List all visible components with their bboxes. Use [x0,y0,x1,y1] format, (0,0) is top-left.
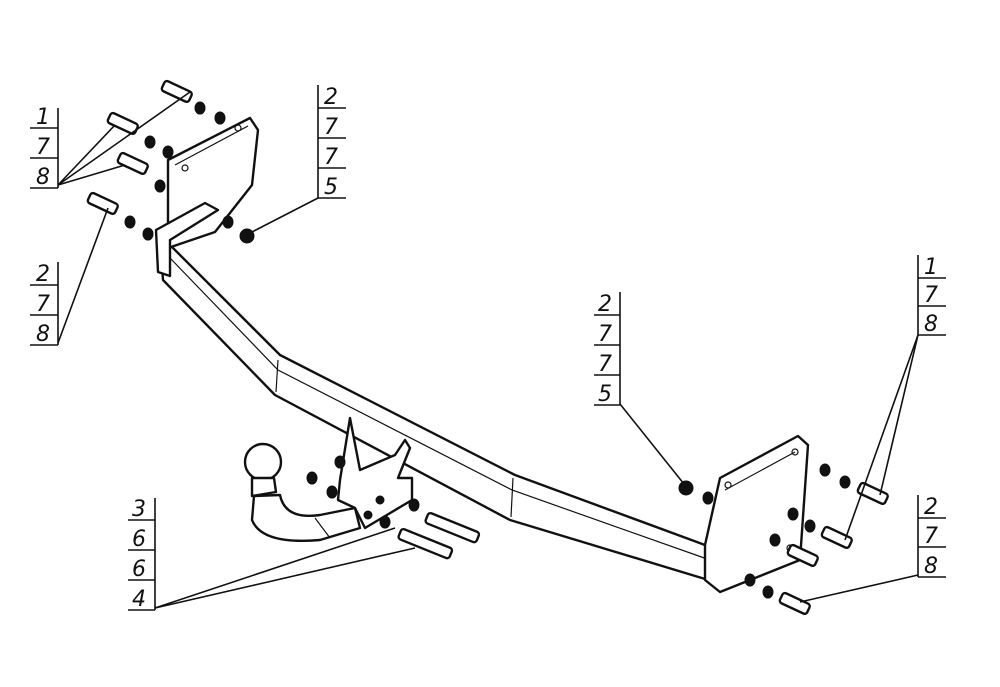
callout-bottom-left: 3 6 6 4 [128,497,156,612]
callout-label: 5 [598,382,612,407]
callout-label: 7 [598,352,612,377]
bolt [160,79,193,103]
callout-label: 7 [36,135,50,160]
callout-top-left-a: 1 7 8 [30,105,59,190]
callout-label: 7 [924,524,938,549]
callout-label: 8 [924,312,938,337]
callout-right-a: 1 7 8 [917,255,946,337]
callout-label: 7 [324,115,338,140]
callout-label: 7 [324,145,338,170]
callout-label: 6 [132,527,146,552]
left-bracket [154,116,260,278]
callout-top-center: 2 7 7 5 [317,85,346,200]
callout-label: 8 [36,322,50,347]
callout-label: 7 [598,322,612,347]
ball-mount-plate [336,416,414,530]
callout-top-left-b: 2 7 8 [30,262,59,347]
callout-label: 5 [324,175,338,200]
callout-label: 7 [924,283,938,308]
cross-beam [158,233,717,584]
callout-label: 6 [132,557,146,582]
callout-label: 8 [36,165,50,190]
callout-label: 2 [324,85,338,110]
bolt [424,511,481,544]
callout-label: 7 [36,292,50,317]
callout-middle-right: 2 7 7 5 [594,292,621,407]
bolt [397,527,454,560]
callout-label: 8 [924,554,938,579]
callout-label: 2 [924,495,938,520]
bolt [820,525,853,549]
callout-right-b: 2 7 8 [917,495,946,579]
callout-label: 2 [36,262,50,287]
callout-label: 1 [924,255,938,280]
callout-label: 2 [598,292,612,317]
leader-lines [57,91,919,609]
bolt [116,151,149,175]
callout-label: 4 [132,587,146,612]
bolt [786,543,819,567]
bolt [86,191,119,215]
bolt [856,481,889,505]
callout-label: 1 [36,105,50,130]
right-bracket [703,434,810,594]
tow-ball [243,442,362,542]
callout-label: 3 [132,497,146,522]
bolt [778,591,811,615]
